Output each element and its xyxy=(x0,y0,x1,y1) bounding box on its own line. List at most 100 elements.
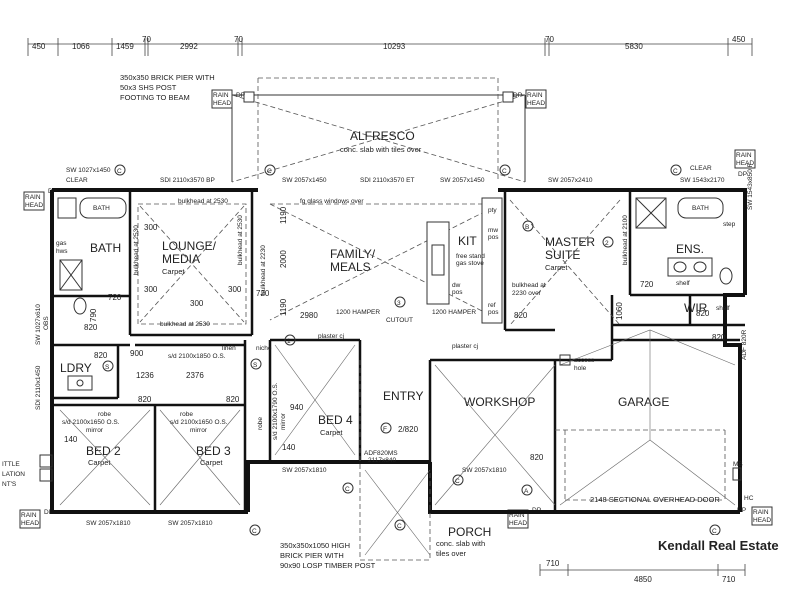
marker-3 xyxy=(394,296,406,308)
dp-text: DP xyxy=(513,92,522,99)
lounge-label-1: LOUNGE/ xyxy=(162,239,217,253)
marker-s-text: S xyxy=(105,364,110,371)
plaster-cj-1: plaster cj xyxy=(318,333,344,340)
dim-790: 790 xyxy=(89,308,98,322)
head-text: HEAD xyxy=(25,202,43,209)
section-markers: C C C C B 2 3 1 S S F A C C C C C xyxy=(102,164,721,536)
meter-box-icon xyxy=(732,467,742,481)
dim-820-c: 820 xyxy=(226,395,240,404)
porch-note-2: tiles over xyxy=(436,549,467,558)
dim-820-d: 820 xyxy=(514,311,528,320)
marker-c-text: C xyxy=(673,168,678,175)
garage-door-note: 2148 SECTIONAL OVERHEAD DOOR xyxy=(590,495,720,504)
pier-note-bottom-2: BRICK PIER WITH xyxy=(280,551,344,560)
dim-140-b: 140 xyxy=(282,443,296,452)
window-sw-workshop: SW 2057x1810 xyxy=(462,467,507,474)
top-dimension-line: 450 1066 1459 70 2992 70 10293 70 5830 4… xyxy=(27,35,753,56)
marker-c-porch xyxy=(394,519,406,531)
mw-pos-note: pos xyxy=(488,234,499,241)
bed4-finish: Carpet xyxy=(320,428,343,437)
brand-background xyxy=(652,535,800,555)
hamper-note-2: 1200 HAMPER xyxy=(432,309,476,316)
access-note-2: hole xyxy=(574,365,587,372)
rain-text: RAIN xyxy=(21,512,37,519)
marker-c-porch-right xyxy=(452,474,464,486)
gas-meter-grid xyxy=(39,454,53,482)
window-sw-1543: SW 1543x2170 xyxy=(680,177,725,184)
shower-icon xyxy=(57,197,77,219)
mw-note: mw xyxy=(488,227,498,234)
robe-bed3: robe xyxy=(180,411,193,418)
head-text: HEAD xyxy=(213,100,231,107)
hws-note: hws xyxy=(56,248,68,255)
dim-820-g: 820 xyxy=(530,453,544,462)
dim-1190-a: 1190 xyxy=(279,206,288,224)
pier-post-left xyxy=(243,91,255,103)
window-sw-2057b: SW 2057x1450 xyxy=(440,177,485,184)
linen-note: linen xyxy=(222,345,236,352)
ens-label: ENS. xyxy=(676,242,704,256)
marker-c-text: C xyxy=(712,528,717,535)
ensuite-fixtures: BATH step shelf shelf xyxy=(635,197,736,312)
alfresco-area: ALFRESCO conc. slab with tiles over xyxy=(231,77,526,183)
window-sdi-2110-1450: SDI 2110x1450 xyxy=(35,365,42,410)
cutout-note: CUTOUT xyxy=(386,317,413,324)
shelf-note-ens: shelf xyxy=(676,280,690,287)
ittle-note: ITTLE xyxy=(2,461,20,468)
access-hole-icon xyxy=(559,354,571,366)
ldry-label: LDRY xyxy=(60,361,92,375)
bed2-door-note: s/d 2100x1650 O.S. xyxy=(62,419,120,426)
porch-note-1: conc. slab with xyxy=(436,539,485,548)
bed2-mirror-note: mirror xyxy=(86,427,104,434)
entry-label: ENTRY xyxy=(383,389,423,403)
toilet-icon xyxy=(73,297,87,315)
marker-c-text: C xyxy=(502,168,507,175)
bulkhead-2230-family: bulkhead at 2230 xyxy=(260,245,267,295)
ensuite-bath-text: BATH xyxy=(692,205,709,212)
stove-note-1: free stand xyxy=(456,253,485,260)
workshop-label: WORKSHOP xyxy=(464,395,535,409)
pier-note-top-3: FOOTING TO BEAM xyxy=(120,93,190,102)
rain-text: RAIN xyxy=(753,509,769,516)
dim-720-c: 720 xyxy=(640,280,654,289)
top-dim-5: 70 xyxy=(234,35,243,44)
dp-text: DP xyxy=(44,509,53,516)
bed3-mirror-note: mirror xyxy=(190,427,208,434)
rain-head-top-right: RAIN HEAD DP xyxy=(513,89,547,109)
access-note-1: access xyxy=(574,357,595,364)
dim-820-b: 820 xyxy=(138,395,152,404)
pier-note-bottom-3: 90x90 LOSP TIMBER POST xyxy=(280,561,376,570)
top-dim-4: 2992 xyxy=(180,42,198,51)
window-sw-bed2: SW 2057x1810 xyxy=(86,520,131,527)
dim-820-a: 820 xyxy=(94,351,108,360)
glass-windows-note: fg glass windows over xyxy=(300,198,364,205)
dim-300-b: 300 xyxy=(228,285,242,294)
step-note: step xyxy=(723,221,736,228)
rain-text: RAIN xyxy=(25,194,41,201)
bulkhead-lines xyxy=(59,199,736,561)
nts-note: NT'S xyxy=(2,481,17,488)
dim-720-a: 720 xyxy=(108,293,122,302)
top-dim-0: 450 xyxy=(32,42,46,51)
external-walls xyxy=(50,188,747,514)
wir-label: WIR xyxy=(684,301,708,315)
head-text: HEAD xyxy=(753,517,771,524)
porch-label: PORCH xyxy=(448,525,491,539)
bed3-finish: Carpet xyxy=(200,458,223,467)
bulkhead-2230-over-1: bulkhead at xyxy=(512,282,546,289)
gas-note: gas xyxy=(56,240,67,247)
window-sw-1027-610: SW 1027x610 xyxy=(35,304,42,345)
top-dim-6: 10293 xyxy=(383,42,406,51)
marker-c-text: C xyxy=(397,523,402,530)
top-dim-8: 5830 xyxy=(625,42,643,51)
family-label-2: MEALS xyxy=(330,260,371,274)
dim-1190-b: 1190 xyxy=(279,298,288,316)
rain-text: RAIN xyxy=(213,92,229,99)
bottom-dim-0: 710 xyxy=(546,559,560,568)
top-dim-9: 450 xyxy=(732,35,746,44)
marker-2 xyxy=(602,236,614,248)
dim-2000: 2000 xyxy=(279,250,288,268)
plaster-cj-2: plaster cj xyxy=(452,343,478,350)
marker-s-ldry xyxy=(102,360,114,372)
alfresco-label: ALFRESCO xyxy=(350,129,415,143)
